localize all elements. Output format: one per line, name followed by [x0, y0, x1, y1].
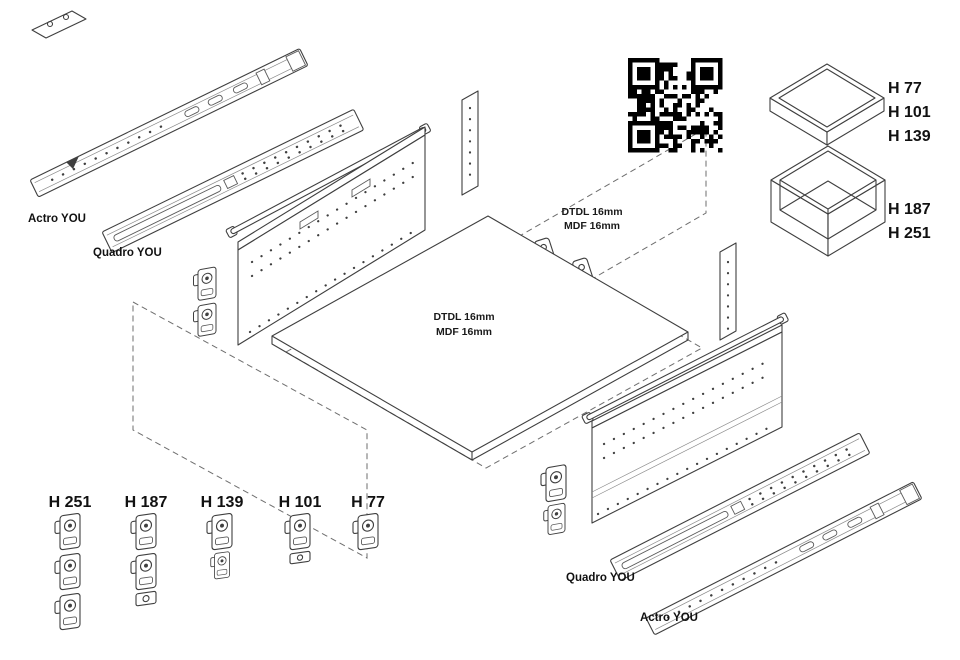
height-label-h101: H 101: [888, 104, 931, 121]
quadro-slide-top-label: Quadro YOU: [93, 247, 162, 259]
actro-slide-top-label: Actro YOU: [28, 213, 86, 225]
bottom-front-bracket-cluster: [540, 463, 567, 537]
quadro-slide-bottom-label: Quadro YOU: [566, 572, 635, 584]
bracket-label-h251: H 251: [49, 494, 92, 511]
height-label-h139: H 139: [888, 128, 931, 145]
front-bracket-h77: [352, 512, 379, 552]
actro-slide-top: [28, 47, 310, 199]
front-bracket-h251: [54, 512, 81, 632]
rear-panel-note-line1: DTDL 16mm: [561, 206, 622, 218]
rear-panel-connector-right: [719, 242, 737, 341]
rear-panel-connector-left: [461, 90, 479, 196]
drawer-rear-panel: [237, 126, 426, 346]
direction-arrow-icon: [66, 156, 79, 169]
height-label-h251: H 251: [888, 225, 931, 242]
front-panel-position-dashed: [132, 301, 368, 559]
bracket-label-h77: H 77: [351, 494, 385, 511]
shallow-drawer-illustration: [769, 63, 885, 146]
front-bracket-h101: [284, 512, 311, 565]
rear-panel-position-dashed: [491, 127, 707, 338]
front-bracket-h187: [130, 512, 157, 607]
bracket-label-h187: H 187: [125, 494, 168, 511]
deep-drawer-illustration: [770, 145, 886, 257]
bracket-label-h139: H 139: [201, 494, 244, 511]
mounting-plate-part: [31, 10, 87, 39]
front-bracket-h139: [206, 512, 233, 581]
bracket-label-h101: H 101: [279, 494, 322, 511]
actro-slide-bottom-label: Actro YOU: [640, 612, 698, 624]
height-label-h77: H 77: [888, 80, 922, 97]
bottom-panel: [271, 215, 689, 461]
bottom-panel-note-line2: MDF 16mm: [436, 326, 492, 338]
side-panel-bottom-right: [591, 324, 783, 524]
bottom-panel-note-line1: DTDL 16mm: [433, 311, 494, 323]
qr-code: [628, 58, 723, 153]
rear-panel-note-line2: MDF 16mm: [564, 220, 620, 232]
height-label-h187: H 187: [888, 201, 931, 218]
front-connector-brackets: [192, 266, 217, 338]
